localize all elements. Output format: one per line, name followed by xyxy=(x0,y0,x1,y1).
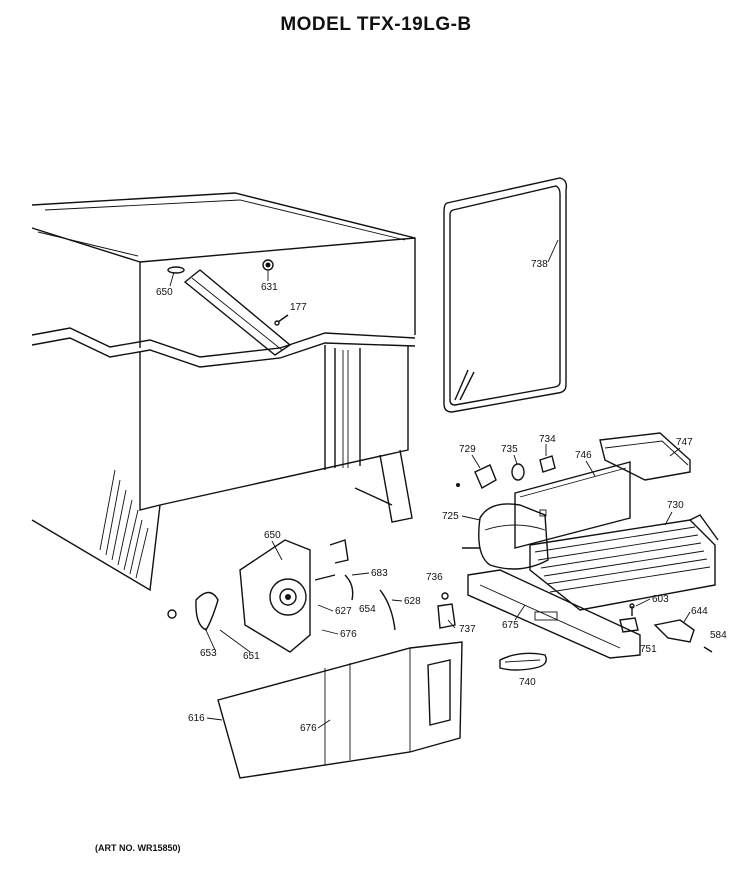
condenser-730 xyxy=(529,514,719,611)
label-584: 584 xyxy=(710,630,727,641)
label-650a: 650 xyxy=(156,287,173,298)
label-653: 653 xyxy=(200,648,217,659)
art-number: (ART NO. WR15850) xyxy=(95,843,181,853)
relay-729 xyxy=(456,464,497,489)
diagram-title: MODEL TFX-19LG-B xyxy=(280,14,472,35)
label-738: 738 xyxy=(531,259,548,270)
label-730: 730 xyxy=(667,500,684,511)
label-734: 734 xyxy=(539,434,556,445)
cabinet-bottom xyxy=(31,345,413,592)
label-746: 746 xyxy=(575,450,592,461)
clip-734 xyxy=(539,455,556,473)
label-729: 729 xyxy=(459,444,476,455)
fan-wires xyxy=(314,539,396,631)
fan-blade-653 xyxy=(167,591,219,631)
capacitor-735 xyxy=(511,463,525,481)
leader-lines xyxy=(169,239,691,729)
label-651: 651 xyxy=(243,651,260,662)
cabinet-vent-duct xyxy=(167,259,292,356)
label-747: 747 xyxy=(676,437,693,448)
drain-740 xyxy=(499,652,547,671)
label-751: 751 xyxy=(640,644,657,655)
label-676b: 676 xyxy=(300,723,317,734)
label-737: 737 xyxy=(459,624,476,635)
label-616: 616 xyxy=(188,713,205,724)
label-654: 654 xyxy=(359,604,376,615)
label-725: 725 xyxy=(442,511,459,522)
label-676a: 676 xyxy=(340,629,357,640)
base-pan-675 xyxy=(467,569,641,659)
label-735: 735 xyxy=(501,444,518,455)
label-631: 631 xyxy=(261,282,278,293)
label-177: 177 xyxy=(290,302,307,313)
label-650b: 650 xyxy=(264,530,281,541)
clamp-644 xyxy=(653,619,695,643)
mount-737 xyxy=(437,603,456,629)
door-gasket xyxy=(443,177,568,413)
label-603: 603 xyxy=(652,594,669,605)
label-644: 644 xyxy=(691,606,708,617)
cabinet-top xyxy=(31,192,416,348)
label-627: 627 xyxy=(335,606,352,617)
label-675: 675 xyxy=(502,620,519,631)
label-736: 736 xyxy=(426,572,443,583)
compressor-725 xyxy=(462,503,549,570)
label-628: 628 xyxy=(404,596,421,607)
bracket-751 xyxy=(619,617,639,633)
label-683: 683 xyxy=(371,568,388,579)
cabinet-break-lines xyxy=(31,327,416,368)
label-740: 740 xyxy=(519,677,536,688)
fan-bracket-650 xyxy=(239,539,311,653)
cover-panel-616 xyxy=(217,641,463,779)
screw-584 xyxy=(703,646,713,653)
grommet-736 xyxy=(441,592,449,600)
screw-603 xyxy=(629,603,635,616)
tray-747 xyxy=(599,432,691,481)
